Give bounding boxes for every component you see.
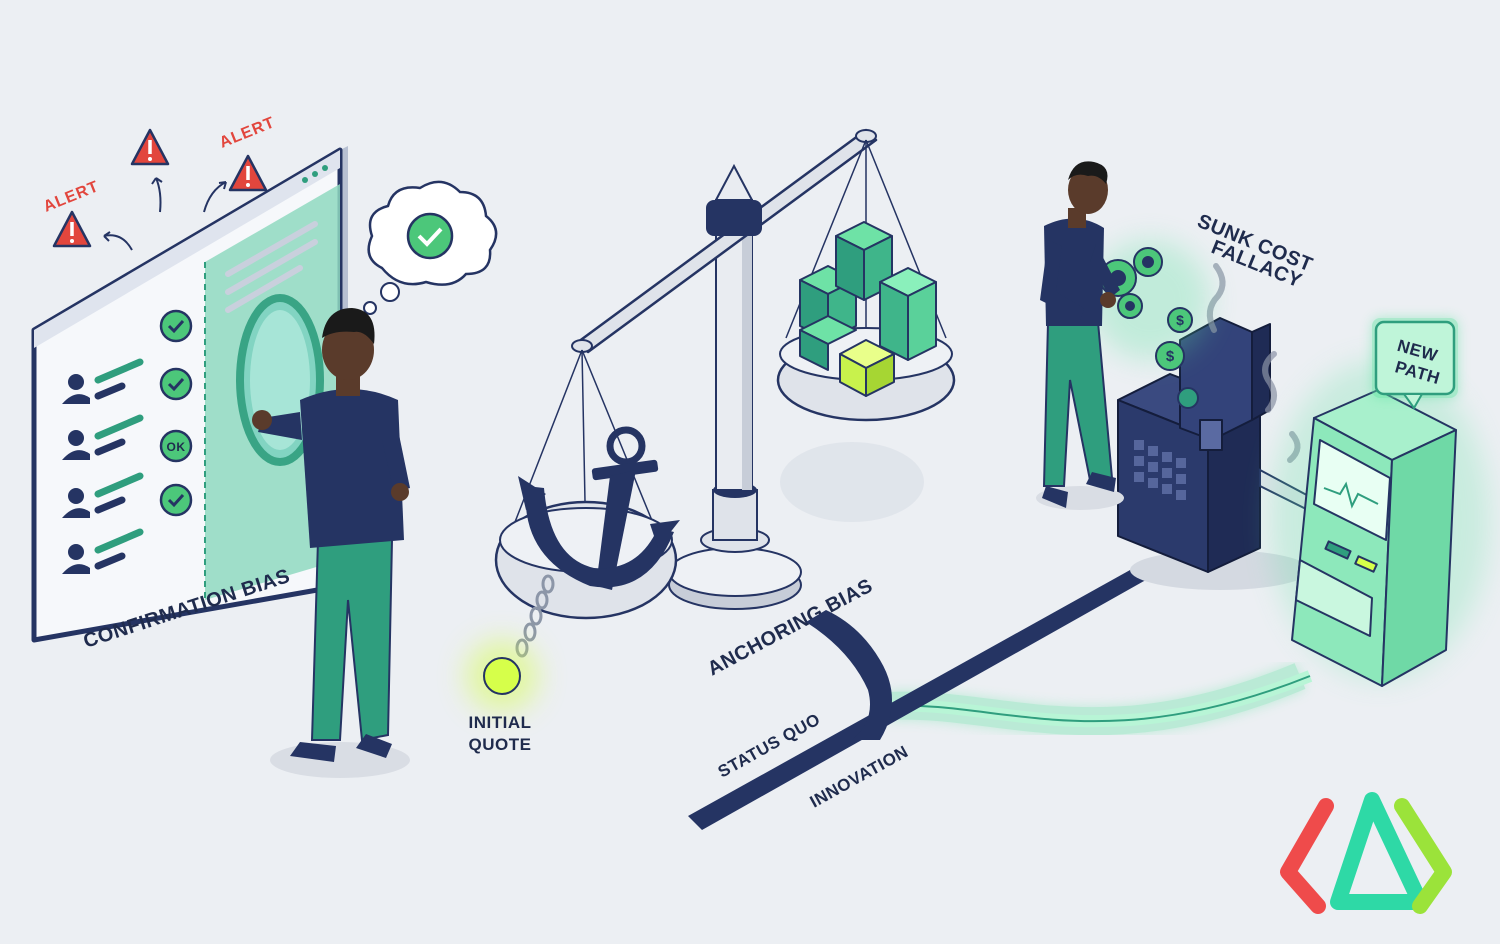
machine-grid <box>1134 440 1186 500</box>
alert-triangle-icon <box>52 128 268 248</box>
anchoring-bias-group: INITIAL QUOTE ANCHORING BIAS <box>466 128 956 754</box>
person-confirmation <box>252 308 410 778</box>
pulse-line-icon <box>1323 481 1379 509</box>
person-sunk-cost <box>1036 161 1124 510</box>
cubes <box>799 221 937 397</box>
initial-label: INITIAL <box>469 713 532 732</box>
user-icon <box>62 374 90 574</box>
quote-label: QUOTE <box>469 735 532 754</box>
svg-text:$: $ <box>1166 348 1175 365</box>
status-quo-road <box>688 560 1160 830</box>
ok-label: OK <box>167 440 186 454</box>
new-path-machine <box>1291 389 1457 687</box>
check-circle-icon <box>406 212 454 260</box>
dollar-coin-icon: $ $ <box>1155 307 1199 409</box>
user-rows: OK <box>62 309 193 574</box>
svg-text:$: $ <box>1176 312 1184 328</box>
new-path-sign: NEW PATH <box>1372 318 1458 410</box>
check-circle-icon <box>159 309 193 517</box>
initial-quote-ball <box>483 657 521 695</box>
ok-badge <box>159 429 193 463</box>
new-path-group: NEW PATH <box>1270 318 1490 687</box>
thought-bubble <box>363 180 498 315</box>
logo-mark <box>1280 792 1452 914</box>
anchor-icon <box>518 426 680 590</box>
